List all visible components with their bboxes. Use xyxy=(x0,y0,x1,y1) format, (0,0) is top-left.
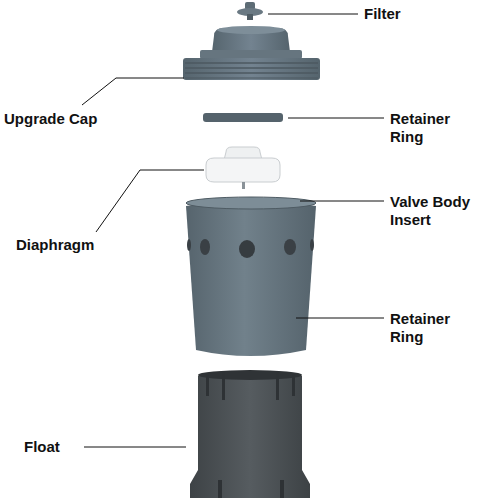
filter-part xyxy=(237,2,263,20)
leader-lines xyxy=(82,14,384,447)
part-label: Filter xyxy=(364,5,401,23)
part-label: Retainer Ring xyxy=(390,110,480,146)
float-part xyxy=(190,370,310,498)
leader-line xyxy=(296,318,384,319)
leader-line xyxy=(288,118,384,119)
upgrade-cap-part xyxy=(183,26,320,80)
diaphragm-part xyxy=(206,147,280,189)
leader-line xyxy=(82,78,184,105)
leader-line xyxy=(268,14,358,15)
part-label: Diaphragm xyxy=(16,236,94,254)
part-label: Float xyxy=(24,438,60,456)
leader-line xyxy=(300,201,384,202)
leader-line xyxy=(96,170,204,232)
valve-body-part xyxy=(186,197,316,356)
part-label: Upgrade Cap xyxy=(4,110,97,128)
retainer-ring-part xyxy=(203,113,283,122)
part-label: Valve Body Insert xyxy=(390,193,485,229)
leader-line xyxy=(84,447,186,448)
part-label: Retainer Ring xyxy=(390,310,480,346)
